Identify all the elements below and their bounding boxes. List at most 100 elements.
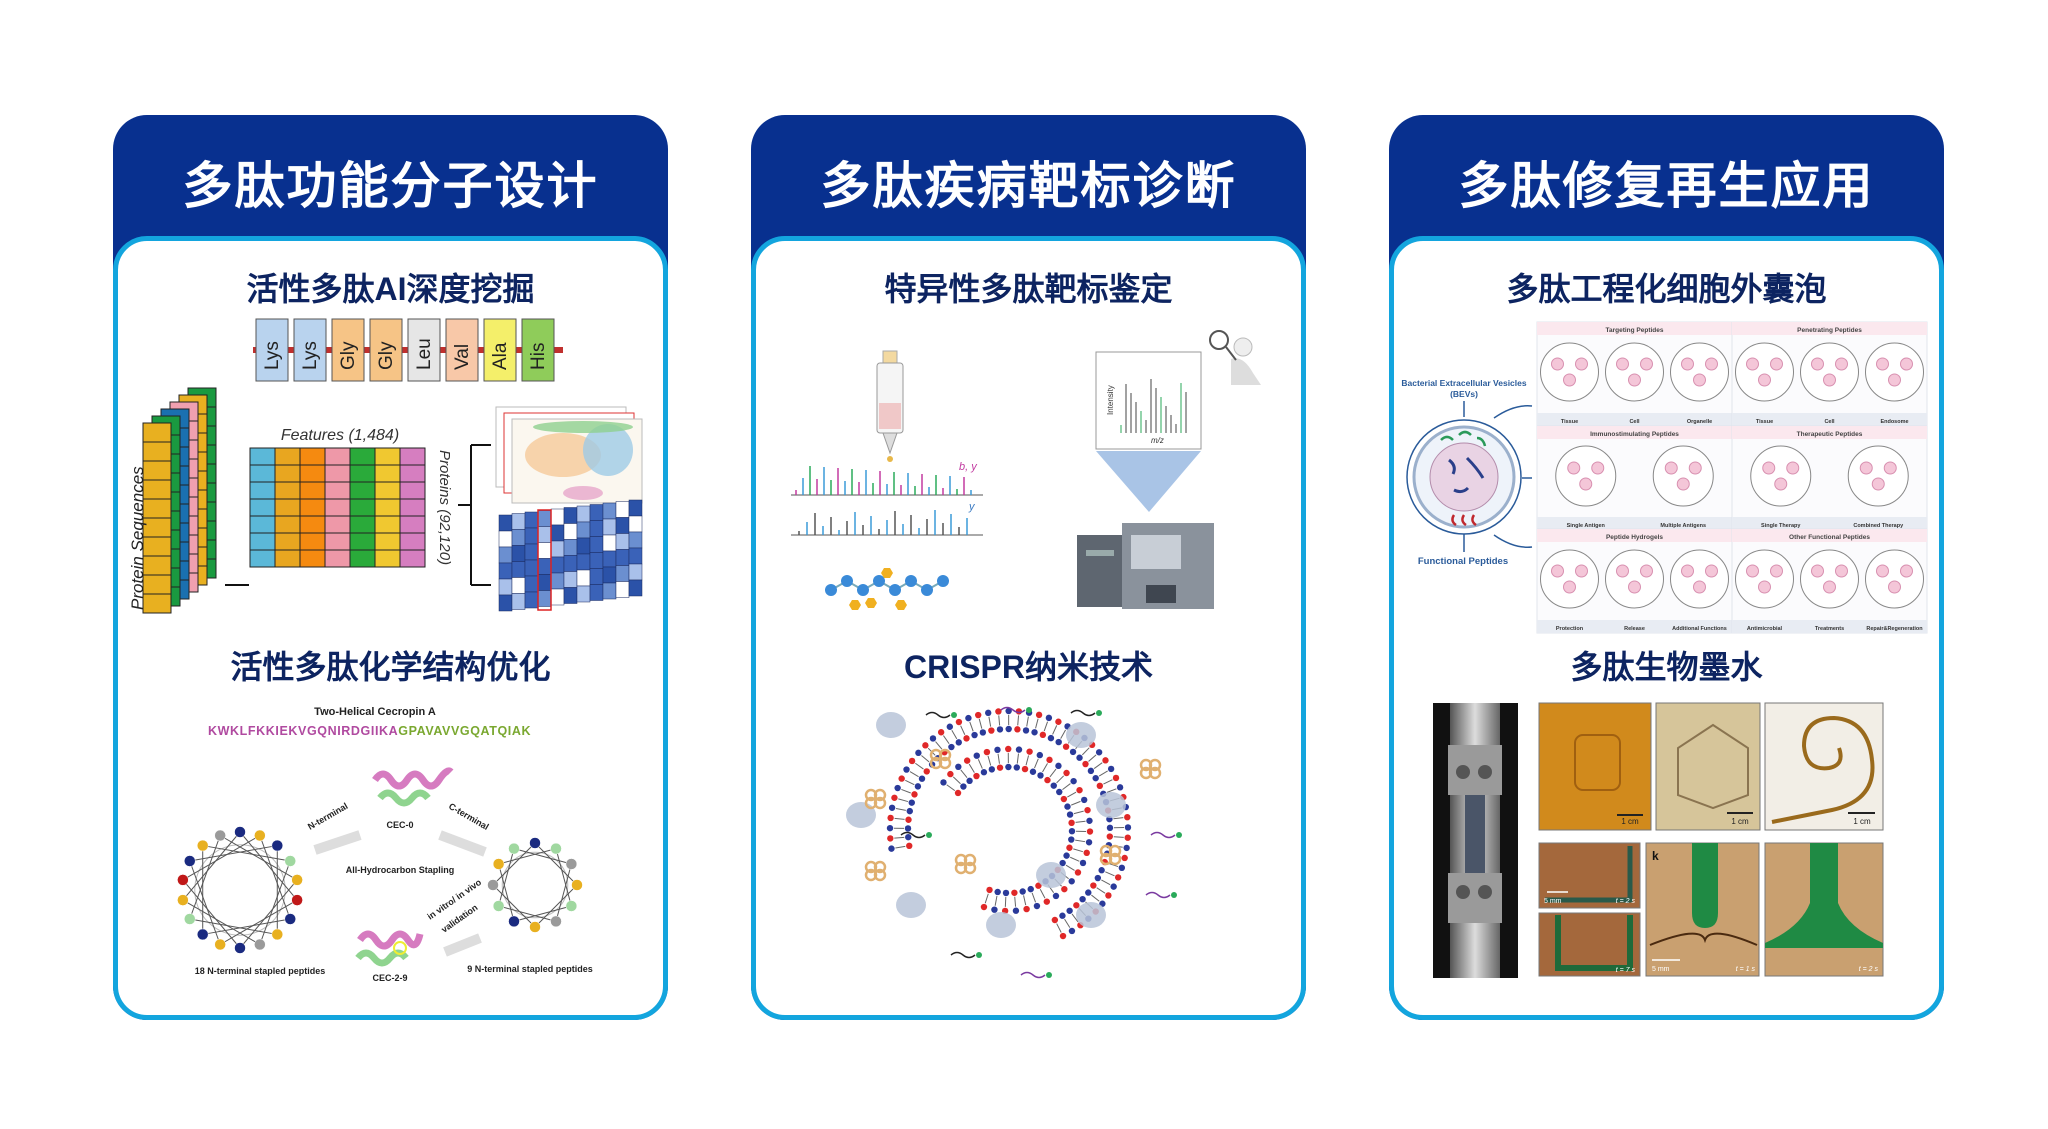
section-title: 活性多肽AI深度挖掘: [246, 271, 535, 307]
wheel-bond: [513, 905, 572, 922]
lipid-tail: [1073, 810, 1084, 815]
nanoparticle: [938, 756, 952, 770]
heatmap-cell: [537, 542, 552, 559]
illustration-circle: [1735, 549, 1794, 609]
vesicle-dot: [1591, 461, 1605, 475]
lipid-tail: [1101, 879, 1111, 886]
feature-cell: [324, 464, 351, 483]
nanoparticle: [938, 748, 952, 762]
nanoparticle: [873, 796, 887, 810]
heatmap-cell: [537, 510, 552, 527]
lipid-head: [1107, 765, 1115, 773]
item-label: Multiple Antigens: [1660, 523, 1706, 529]
cas9-protein: [896, 892, 926, 918]
vesicle-dot: [1579, 477, 1593, 491]
feature-cell: [399, 515, 426, 534]
group-header: [1732, 322, 1927, 335]
lipid-tail: [909, 771, 919, 778]
wheel-bond: [182, 835, 261, 881]
ion-label-by: b, y: [959, 461, 978, 473]
lipid-head: [948, 743, 955, 751]
heatmap-cell: [589, 568, 604, 585]
cas9-protein: [1036, 862, 1066, 888]
lipid-tail: [977, 759, 983, 769]
item-label: Endosome: [1880, 419, 1908, 425]
lipid-tail: [1088, 754, 1097, 762]
lipid-head: [1068, 927, 1076, 935]
lipid-head: [996, 764, 1004, 771]
lipid-head: [940, 779, 947, 786]
lipid-head: [995, 708, 1002, 715]
group-header: [1537, 426, 1732, 439]
rna-strand: [1020, 971, 1046, 979]
amino-acid-box: [445, 318, 479, 382]
feature-cell: [324, 447, 351, 466]
group-title: Targeting Peptides: [1605, 327, 1663, 334]
heatmap-cell: [511, 513, 526, 530]
vesicle-dot: [1835, 564, 1848, 578]
lipid-head: [973, 752, 980, 759]
nanoparticle: [1148, 758, 1162, 772]
lipid-head: [914, 783, 922, 790]
residue: [291, 874, 303, 886]
lipid-head: [922, 742, 929, 749]
card-title: 多肽疾病靶标诊断: [820, 158, 1237, 214]
vesicle-dot: [1900, 357, 1913, 371]
lipid-head: [1050, 782, 1057, 789]
bev-label: Bacterial Extracellular Vesicles: [1401, 378, 1526, 388]
vesicle-dot: [1762, 461, 1776, 475]
illustration-circle: [1847, 445, 1909, 507]
amino-acid-box: [331, 318, 365, 382]
guide-marker: [1176, 832, 1182, 838]
guide-marker: [1171, 892, 1177, 898]
lipid-head: [1066, 811, 1074, 818]
lipid-head: [1031, 729, 1038, 736]
left-caption: 18 N-terminal stapled peptides: [195, 966, 326, 976]
lipid-tail: [915, 762, 924, 770]
lipid-tail: [984, 893, 989, 904]
heatmap-cell: [576, 569, 591, 587]
residue: [487, 879, 499, 891]
vesicle-dot: [1876, 564, 1889, 578]
lipid-head: [929, 735, 937, 742]
lipid-head: [894, 784, 901, 792]
vesicle-dot: [1823, 373, 1836, 387]
right-caption: 9 N-terminal stapled peptides: [467, 964, 593, 974]
rna-strand: [950, 951, 976, 959]
rna-strand: [1145, 891, 1171, 899]
amino-acid-label: Gly: [376, 341, 397, 370]
lipid-tail: [1091, 894, 1100, 902]
feature-cell: [399, 532, 426, 551]
heatmap-cell: [589, 520, 604, 537]
lipid-head: [1005, 725, 1012, 733]
lipid-head: [1073, 902, 1080, 909]
guide-marker: [951, 712, 957, 718]
sequence: KWKLFKKIEKVGQNIRDGIIKAGPAVAVVGQATQIAK: [208, 724, 531, 738]
vesicle-dot: [1681, 564, 1694, 578]
lipid-head: [994, 746, 1001, 754]
heatmap-cell: [602, 566, 617, 584]
features-label: Features (1,484): [281, 427, 399, 444]
lipid-head: [1090, 882, 1097, 889]
group-title: Other Functional Peptides: [1789, 534, 1870, 541]
heatmap-cell: [628, 547, 643, 565]
fill-photo-t2: 5 mm t = 2 s: [1538, 842, 1641, 909]
lipid-head: [1121, 854, 1128, 862]
stapling-label: All-Hydrocarbon Stapling: [346, 865, 455, 875]
wheel-bond: [219, 835, 298, 881]
wheel-bond: [492, 842, 536, 886]
lipid-head: [1112, 774, 1120, 782]
cas9-protein: [986, 912, 1016, 938]
feature-cell: [349, 515, 376, 534]
feature-cell: [299, 464, 326, 483]
rna-strand: [1000, 706, 1026, 714]
nanoparticle: [873, 868, 887, 882]
lipid-head: [888, 845, 895, 852]
wheel-bond: [498, 848, 515, 907]
nanoparticle: [963, 853, 977, 867]
lipid-head: [963, 735, 970, 742]
lipid-head: [1086, 817, 1093, 824]
heatmap-cell: [628, 515, 643, 533]
heatmap-highlight: [537, 509, 552, 611]
bev-label-abbrev: (BEVs): [1450, 389, 1478, 399]
